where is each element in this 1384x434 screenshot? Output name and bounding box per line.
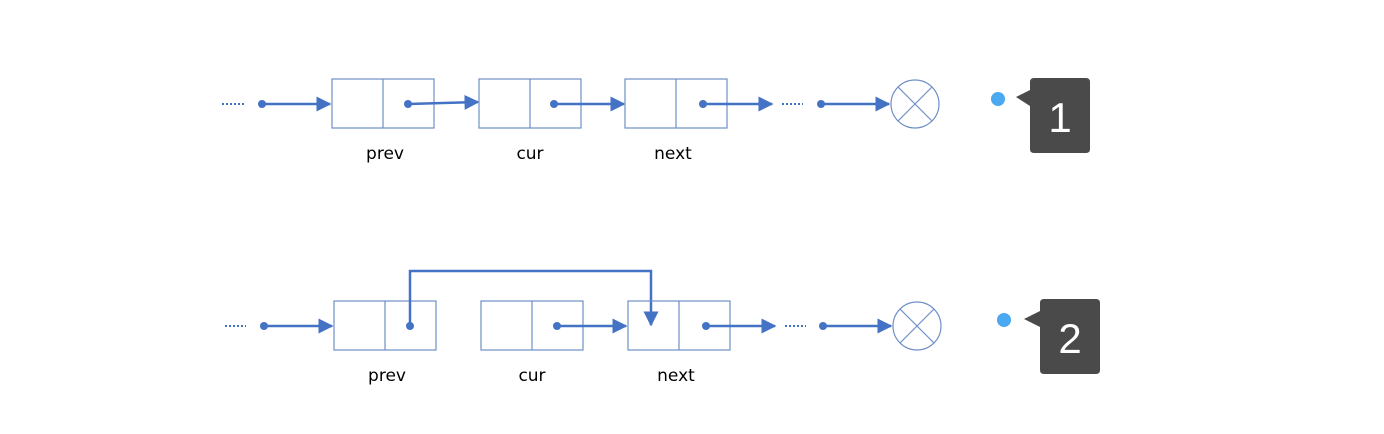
- step-number: 1: [1048, 94, 1071, 141]
- step-badge: 2: [997, 299, 1100, 374]
- label-cur: cur: [516, 144, 543, 164]
- badge-dot: [997, 313, 1011, 327]
- label-cur: cur: [518, 366, 545, 386]
- label-prev: prev: [366, 144, 404, 164]
- label-next: next: [654, 144, 692, 164]
- pointer-arrow: [407, 94, 480, 110]
- step-number: 2: [1058, 315, 1081, 362]
- label-prev: prev: [368, 366, 406, 386]
- bypass-arrow: [408, 269, 659, 327]
- null-icon: [892, 301, 942, 351]
- label-next: next: [657, 366, 695, 386]
- badge-dot: [991, 92, 1005, 106]
- diagram-step-1: prev cur next 1: [222, 78, 1090, 164]
- node-prev: [333, 300, 437, 351]
- step-badge: 1: [991, 78, 1090, 153]
- diagram-step-2: prev cur next 2: [225, 269, 1100, 386]
- null-icon: [890, 79, 940, 129]
